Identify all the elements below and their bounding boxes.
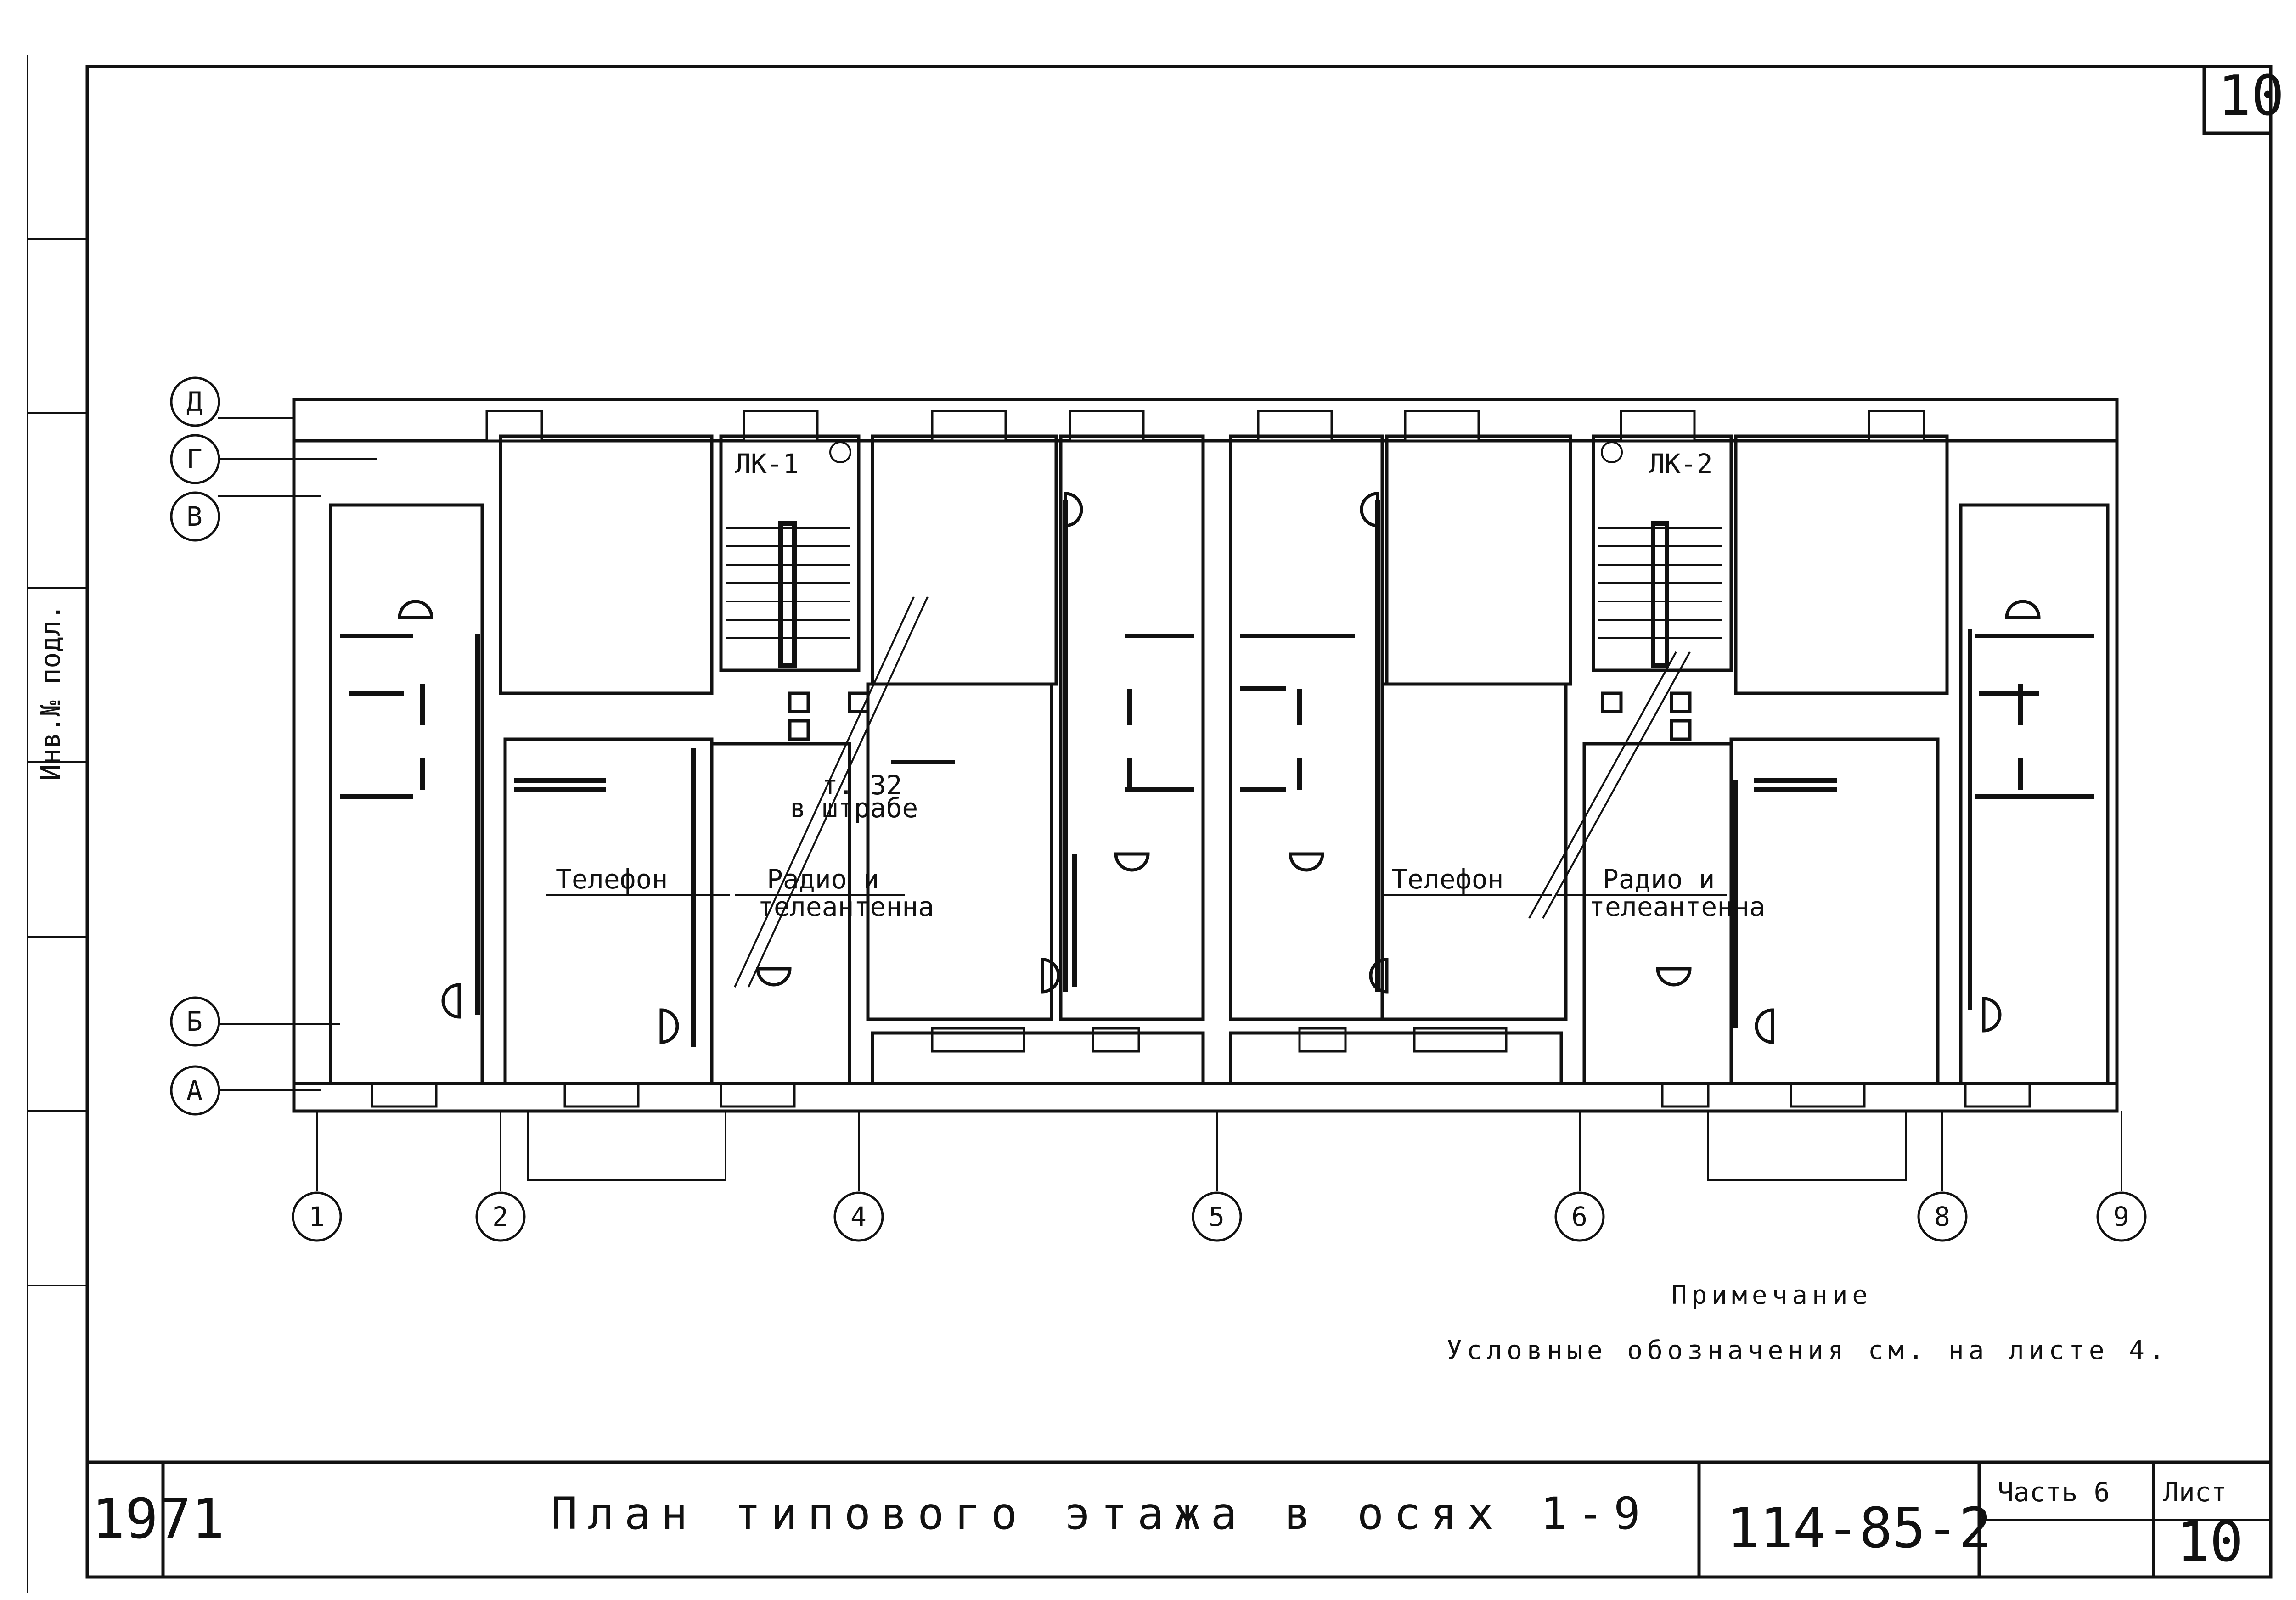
axis-bubble-D [170,376,220,427]
axis-bubble-2 [475,1191,526,1242]
axis-bubble-6 [1554,1191,1605,1242]
margin-stamp: Инв.№ подл. [35,604,66,780]
sheet-frame: Инв.№ подл. [27,55,2273,1593]
partitions [340,634,2094,799]
axis-label-A: А [186,1075,203,1106]
label-radio-left-1: Радио и [767,864,879,895]
corner-number-box: 10 [2202,64,2285,135]
axis-bubble-9 [2096,1191,2147,1242]
note-heading: Примечание [1671,1280,1872,1310]
axis-label-6: 6 [1571,1201,1587,1232]
label-radio-left-2: телеантенна [758,891,934,922]
axis-label-B: Б [186,1006,203,1037]
project-code: 114-85-2 [1727,1497,1992,1561]
outlet-symbols [398,492,2041,1044]
stair-1 [719,434,861,672]
title-block: 1971 План типового этажа в осях 1-9 114-… [92,1462,2271,1577]
windows-bottom [371,1027,2031,1108]
label-telephone-right: Телефон [1391,864,1503,895]
row-axes: Д Г В Б А [170,376,377,1116]
floor-plan: ЛК-1 ЛК-2 [170,376,2147,1242]
rooms [329,434,2110,1085]
axis-bubble-V [170,491,220,542]
stair-2 [1592,434,1733,672]
axis-bubble-8 [1917,1191,1968,1242]
axis-label-V: В [186,501,203,532]
axis-label-5: 5 [1209,1201,1225,1232]
axis-bubble-B [170,996,220,1047]
label-telephone-left: Телефон [556,864,668,895]
corner-number: 10 [2218,64,2285,128]
axis-bubble-G [170,434,220,484]
sheet-label: Лист [2163,1476,2227,1508]
axis-label-D: Д [186,386,203,417]
note-text: Условные обозначения см. на листе 4. [1446,1336,2169,1365]
axis-label-G: Г [186,444,203,475]
axis-bubble-4 [833,1191,884,1242]
stair-label-2: ЛК-2 [1649,448,1713,479]
sheet-title: План типового этажа в осях 1-9 [551,1488,1650,1539]
axis-label-9: 9 [2113,1201,2129,1232]
label-point-ref: т. 32 [822,769,902,801]
axis-label-8: 8 [1934,1201,1950,1232]
axis-label-1: 1 [309,1201,325,1232]
axis-bubble-5 [1192,1191,1242,1242]
annotations: Телефон Радио и телеантенна т. 32 в штра… [546,769,1765,922]
label-radio-right-2: телеантенна [1589,891,1765,922]
wiring [475,500,1972,1047]
axis-bubble-A [170,1065,220,1116]
binding-ticks [28,238,87,1286]
axis-label-2: 2 [492,1201,508,1232]
label-in-groove: в штрабе [790,792,918,824]
label-radio-right-1: Радио и [1603,864,1715,895]
year-label: 1971 [92,1488,225,1551]
part-label: Часть 6 [1998,1476,2110,1508]
column-axes: 1 2 4 5 6 8 9 [292,1111,2147,1242]
axis-bubble-1 [292,1191,342,1242]
stair-label-1: ЛК-1 [735,448,799,479]
note-block: Примечание Условные обозначения см. на л… [1446,1280,2169,1365]
axis-label-4: 4 [850,1201,867,1232]
sheet-number: 10 [2177,1510,2243,1574]
